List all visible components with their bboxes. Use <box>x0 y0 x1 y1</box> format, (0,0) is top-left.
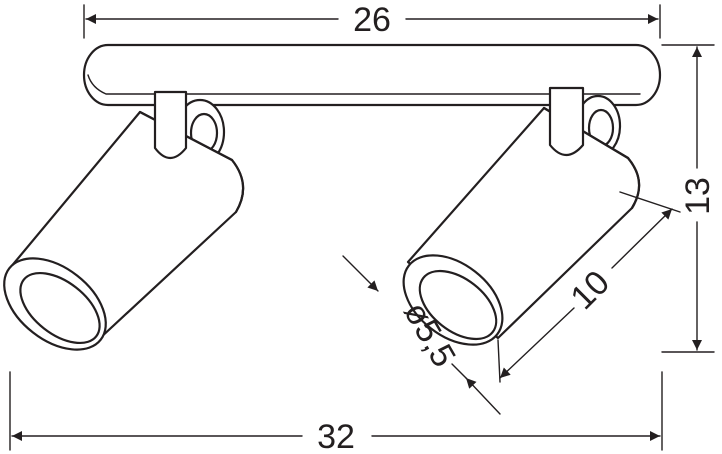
top-width-label: 26 <box>353 1 391 39</box>
top-width-dimension: 26 <box>83 1 661 39</box>
total-width-label: 32 <box>317 418 355 454</box>
height-label: 13 <box>679 177 717 215</box>
left-spotlight <box>3 90 245 351</box>
spot-length-label: 10 <box>563 263 617 317</box>
height-dimension: 13 <box>661 44 717 353</box>
mounting-bar <box>82 43 662 107</box>
total-width-dimension: 32 <box>9 371 663 454</box>
right-spotlight <box>402 86 641 346</box>
